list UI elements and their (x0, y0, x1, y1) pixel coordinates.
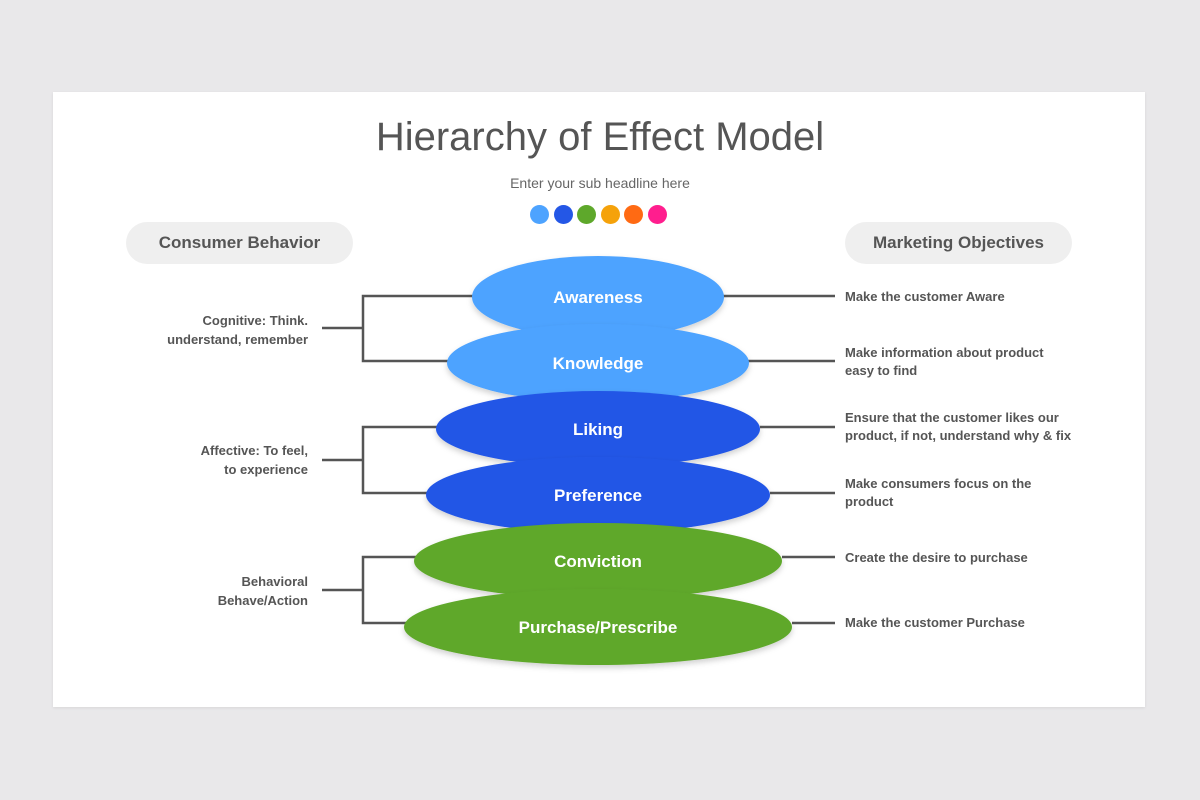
stage-liking: Liking (436, 391, 760, 467)
stage-label-awareness: Awareness (553, 288, 642, 307)
objective-knowledge: Make information about product easy to f… (845, 344, 1044, 380)
group-label-affective-line2: to experience (224, 462, 308, 477)
objective-preference-line1: Make consumers focus on the (845, 476, 1032, 491)
objective-purchase-line1: Make the customer Purchase (845, 615, 1025, 630)
stage-awareness: Awareness (472, 256, 724, 338)
bracket-affective (322, 425, 440, 495)
group-label-affective-line1: Affective: To feel, (200, 443, 308, 458)
color-dot-4 (600, 205, 620, 224)
objective-preference-line2: product (845, 494, 894, 509)
stage-label-knowledge: Knowledge (553, 354, 644, 373)
ellipse-awareness (472, 256, 724, 338)
objective-conviction: Create the desire to purchase (845, 549, 1028, 567)
stage-preference: Preference (426, 457, 770, 533)
stage-knowledge: Knowledge (447, 324, 749, 402)
color-dot-2 (553, 205, 573, 224)
consumer-behavior-header: Consumer Behavior (126, 222, 353, 264)
group-label-behavioral: Behavioral Behave/Action (130, 572, 308, 610)
objective-awareness-line1: Make the customer Aware (845, 289, 1005, 304)
stage-conviction: Conviction (414, 523, 782, 599)
stage-purchase-prescribe: Purchase/Prescribe (404, 589, 792, 665)
objective-liking-line2: product, if not, understand why & fix (845, 428, 1072, 443)
stage-label-preference: Preference (554, 486, 642, 505)
group-label-cognitive: Cognitive: Think. understand, remember (130, 311, 308, 349)
ellipse-purchase-prescribe (404, 589, 792, 665)
group-label-cognitive-line2: understand, remember (167, 332, 308, 347)
objective-knowledge-line2: easy to find (845, 363, 918, 378)
connector-lines (322, 294, 835, 625)
color-dot-5 (624, 205, 643, 224)
marketing-objectives-header: Marketing Objectives (845, 222, 1072, 264)
color-dot-1 (530, 205, 549, 224)
group-label-cognitive-line1: Cognitive: Think. (202, 313, 308, 328)
ellipse-liking (436, 391, 760, 467)
group-label-behavioral-line2: Behave/Action (217, 593, 308, 608)
objective-knowledge-line1: Make information about product (845, 345, 1044, 360)
objective-conviction-line1: Create the desire to purchase (845, 550, 1028, 565)
ellipse-preference (426, 457, 770, 533)
slide-subtitle: Enter your sub headline here (510, 175, 690, 191)
objective-liking: Ensure that the customer likes our produ… (845, 409, 1071, 445)
objective-preference: Make consumers focus on the product (845, 475, 1031, 511)
ellipse-conviction (414, 523, 782, 599)
stage-label-liking: Liking (573, 420, 623, 439)
bracket-cognitive (322, 294, 475, 363)
objective-liking-line1: Ensure that the customer likes our (845, 410, 1059, 425)
objective-awareness: Make the customer Aware (845, 288, 1005, 306)
group-label-affective: Affective: To feel, to experience (130, 441, 308, 479)
stage-label-conviction: Conviction (554, 552, 642, 571)
stage-label-purchase-prescribe: Purchase/Prescribe (519, 618, 678, 637)
ellipse-knowledge (447, 324, 749, 402)
objective-purchase: Make the customer Purchase (845, 614, 1025, 632)
color-dot-6 (647, 205, 667, 224)
bracket-behavioral (322, 555, 418, 625)
slide-title: Hierarchy of Effect Model (375, 115, 825, 159)
group-label-behavioral-line1: Behavioral (241, 574, 308, 589)
color-dots (530, 205, 670, 225)
color-dot-3 (577, 205, 596, 224)
